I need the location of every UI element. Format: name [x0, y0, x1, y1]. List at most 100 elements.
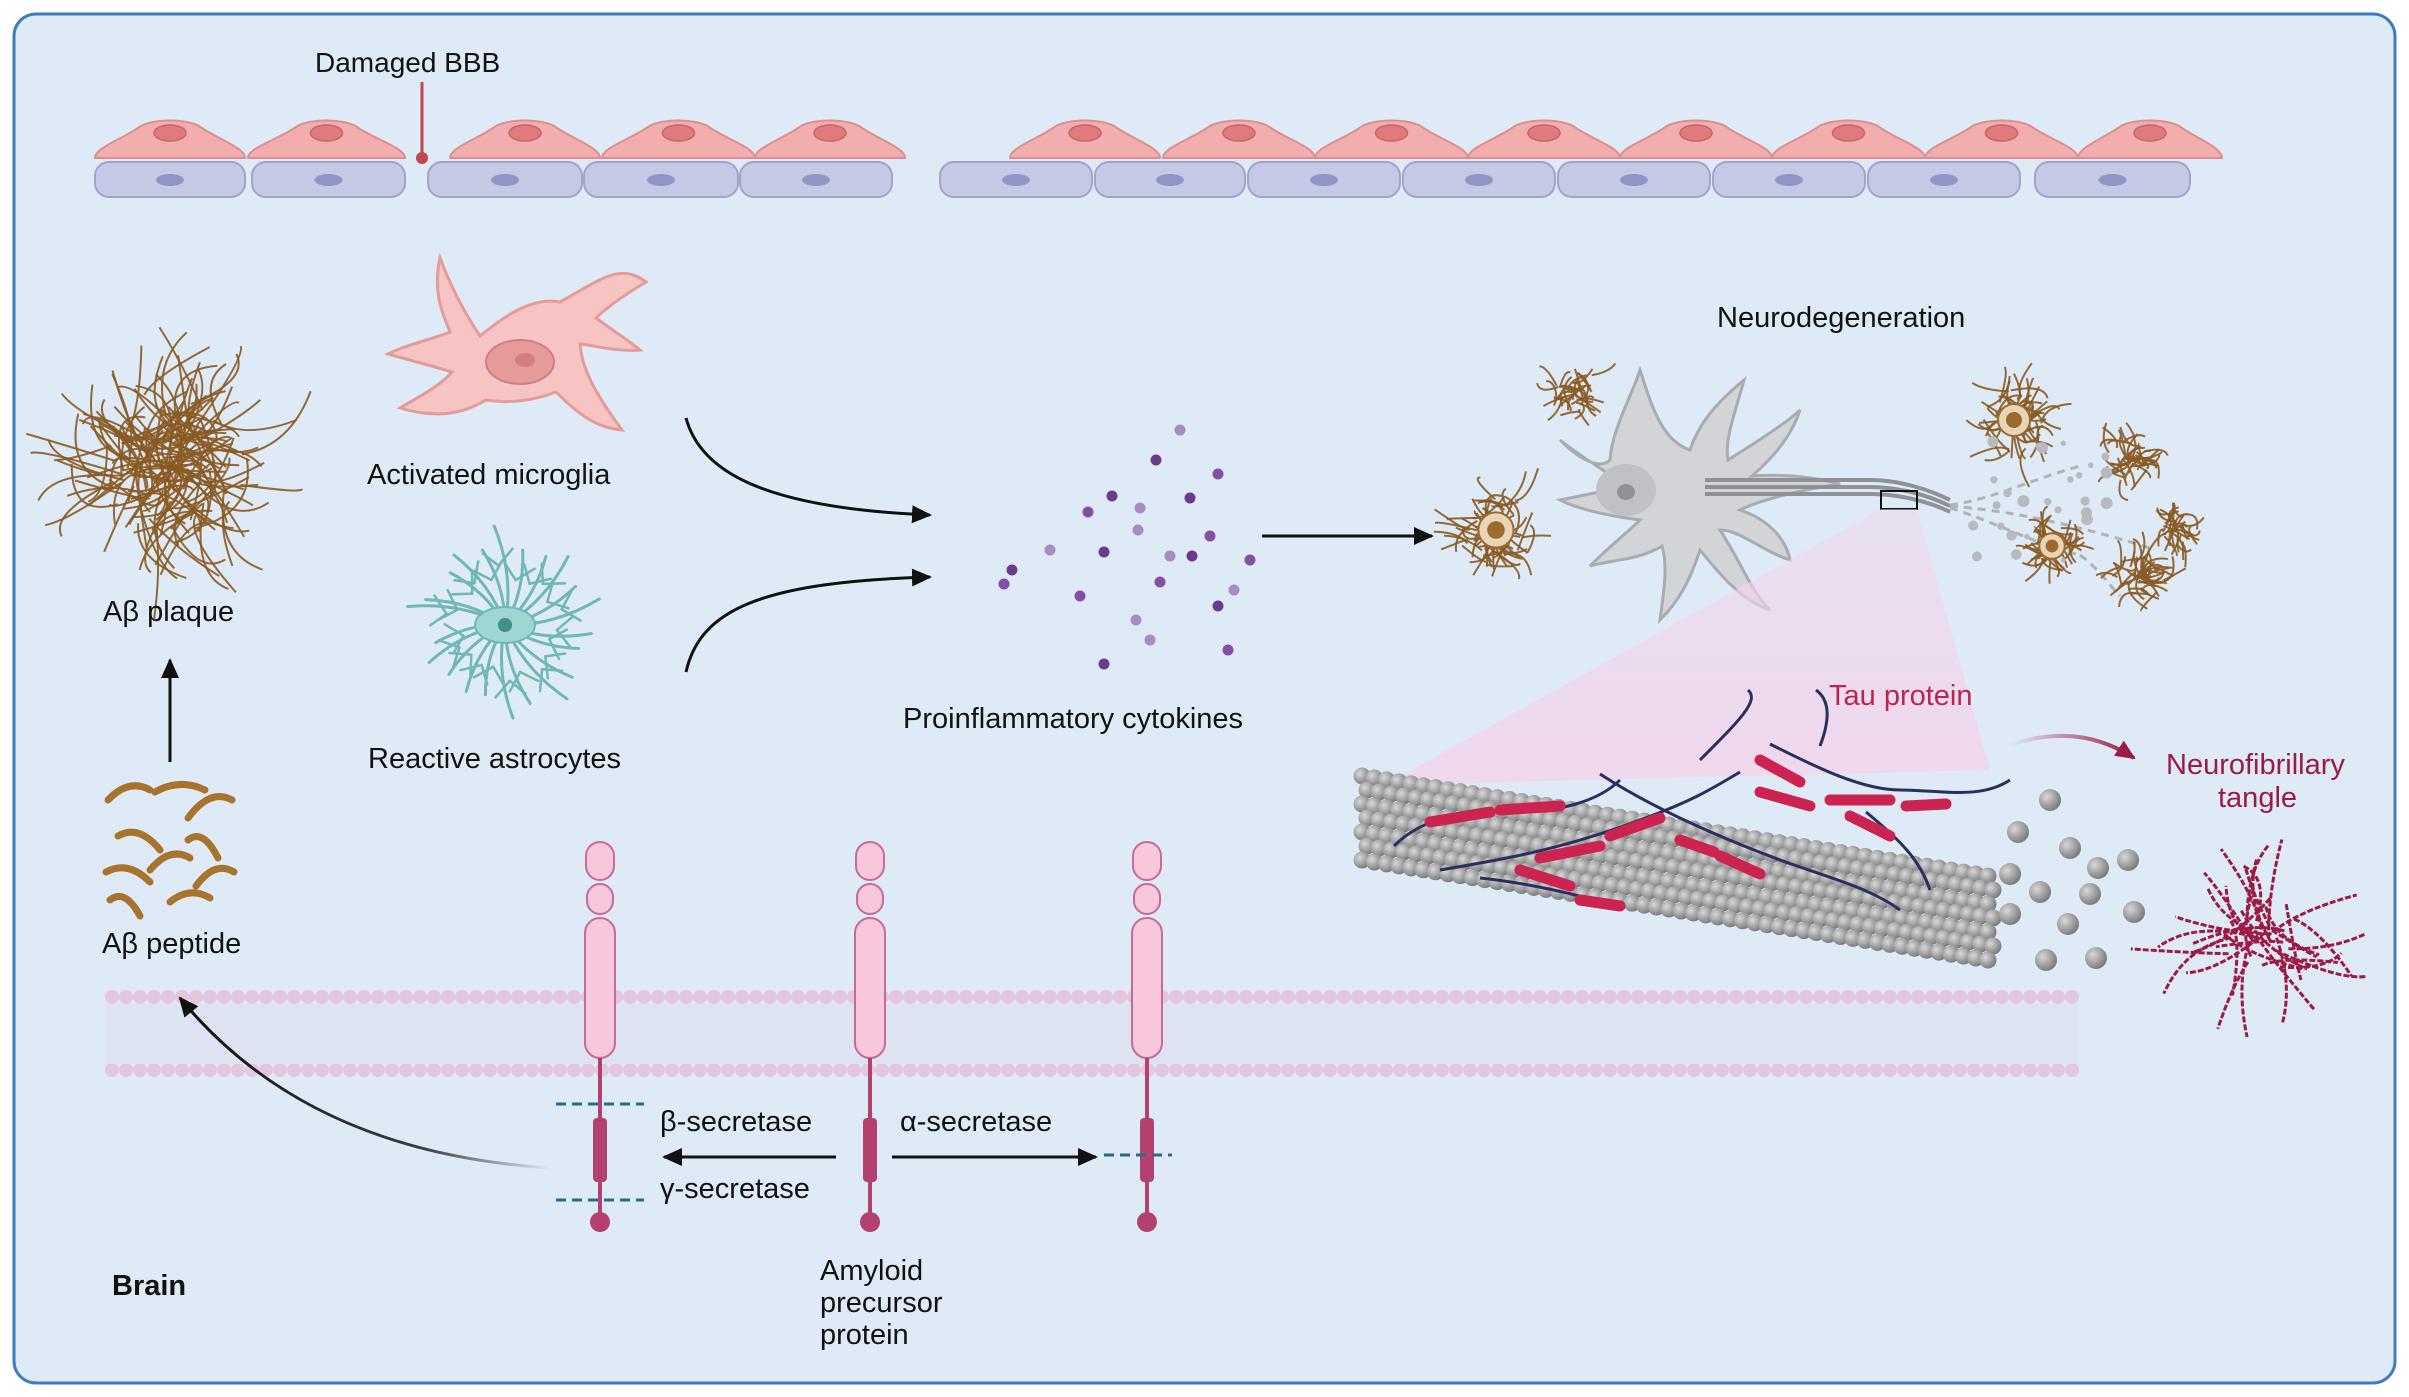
tau-to-tangle-arrow	[2009, 733, 2136, 760]
fibril	[2186, 530, 2201, 538]
debris	[2101, 452, 2110, 461]
astrocyte-branch	[541, 582, 567, 586]
lipid-head	[231, 1063, 245, 1077]
astrocyte-branch	[547, 628, 569, 641]
lipid-head	[1309, 1063, 1323, 1077]
fibril	[213, 419, 297, 432]
astrocyte-branch	[494, 679, 512, 699]
pericyte-nucleus	[1465, 174, 1493, 186]
astrocyte-branch	[446, 588, 459, 612]
lipid-head	[763, 1063, 777, 1077]
tau-bead	[1494, 800, 1566, 816]
lipid-head	[1743, 990, 1757, 1004]
astrocyte-branch	[555, 615, 574, 632]
lipid-head	[105, 1063, 119, 1077]
fibril	[2149, 459, 2160, 479]
lipid-head	[301, 990, 315, 1004]
fibril	[2110, 459, 2131, 472]
lipid-head	[553, 990, 567, 1004]
lipid-head	[1211, 1063, 1225, 1077]
lipid-head	[2051, 990, 2065, 1004]
lipid-head	[1645, 1063, 1659, 1077]
debris	[2044, 498, 2052, 506]
microtubule-icon	[1353, 767, 2002, 969]
debris	[2017, 495, 2030, 508]
fibril	[194, 345, 243, 428]
lipid-head	[1659, 990, 1673, 1004]
fibril	[1559, 410, 1580, 417]
endothelial-nucleus	[813, 124, 847, 142]
lipid-head	[1995, 990, 2009, 1004]
lipid-head	[1869, 990, 1883, 1004]
cytokine-dot	[1144, 634, 1156, 646]
lipid-head	[1043, 1063, 1057, 1077]
lipid-head	[1253, 1063, 1267, 1077]
lipid-head	[1589, 1063, 1603, 1077]
tau-bead	[1424, 806, 1496, 828]
app-transmembrane	[863, 1118, 877, 1182]
lipid-head	[385, 1063, 399, 1077]
lipid-head	[1491, 1063, 1505, 1077]
lipid-head	[1729, 990, 1743, 1004]
lipid-head	[1911, 1063, 1925, 1077]
fibril	[1576, 398, 1602, 414]
lipid-head	[119, 1063, 133, 1077]
lipid-head	[399, 990, 413, 1004]
app-domain	[856, 883, 884, 915]
pericyte-nucleus	[802, 174, 830, 186]
tangle-fibril	[2284, 903, 2303, 981]
peptide	[166, 889, 214, 906]
lipid-head	[1323, 990, 1337, 1004]
lipid-head	[1687, 990, 1701, 1004]
lipid-head	[567, 1063, 581, 1077]
fibril	[1575, 380, 1584, 406]
peptide	[192, 864, 238, 890]
debris	[2060, 440, 2067, 447]
astrocyte-branch	[452, 646, 461, 668]
lipid-head	[1337, 990, 1351, 1004]
lipid-head	[1659, 1063, 1673, 1077]
lipid-head	[847, 1063, 861, 1077]
lipid-head	[329, 990, 343, 1004]
peptide	[184, 793, 236, 822]
fibril	[2013, 373, 2021, 400]
fibril	[1984, 449, 2011, 462]
blood-brain-barrier	[93, 119, 2224, 198]
neurofibrillary-tangle-icon	[2130, 839, 2368, 1038]
fibril	[2118, 576, 2144, 588]
debris	[2081, 513, 2093, 526]
lipid-head	[1827, 1063, 1841, 1077]
fibril	[2138, 577, 2160, 585]
fibril	[2029, 420, 2040, 459]
app-molecules	[584, 841, 1163, 1232]
lipid-head	[1519, 990, 1533, 1004]
pericyte-nucleus	[1620, 174, 1648, 186]
lipid-head	[777, 1063, 791, 1077]
lipid-head	[539, 1063, 553, 1077]
lipid-head	[1351, 1063, 1365, 1077]
fibril	[1559, 393, 1575, 407]
lipid-head	[1505, 1063, 1519, 1077]
lipid-head	[945, 1063, 959, 1077]
lipid-head	[735, 990, 749, 1004]
tubulin-bead-released	[2035, 949, 2057, 971]
tangle-fibril	[2174, 915, 2270, 936]
fibril	[2024, 558, 2045, 582]
lipid-head	[119, 990, 133, 1004]
pericyte-nucleus	[2098, 174, 2127, 186]
fibril	[2122, 459, 2136, 488]
fibril	[2100, 566, 2121, 579]
app-ectodomain	[854, 917, 886, 1059]
pericyte-nucleus	[491, 174, 519, 186]
endothelial-nucleus	[1068, 124, 1102, 142]
lipid-head	[161, 990, 175, 1004]
lipid-head	[1113, 1063, 1127, 1077]
lipid-head	[581, 1063, 595, 1077]
cytokine-dot	[1204, 530, 1216, 542]
neuron-plaques	[1433, 362, 2205, 612]
tau-bead	[1754, 786, 1816, 812]
lipid-head	[1365, 990, 1379, 1004]
fibril	[1434, 521, 1478, 532]
fibril	[26, 432, 116, 462]
lipid-head	[1449, 1063, 1463, 1077]
